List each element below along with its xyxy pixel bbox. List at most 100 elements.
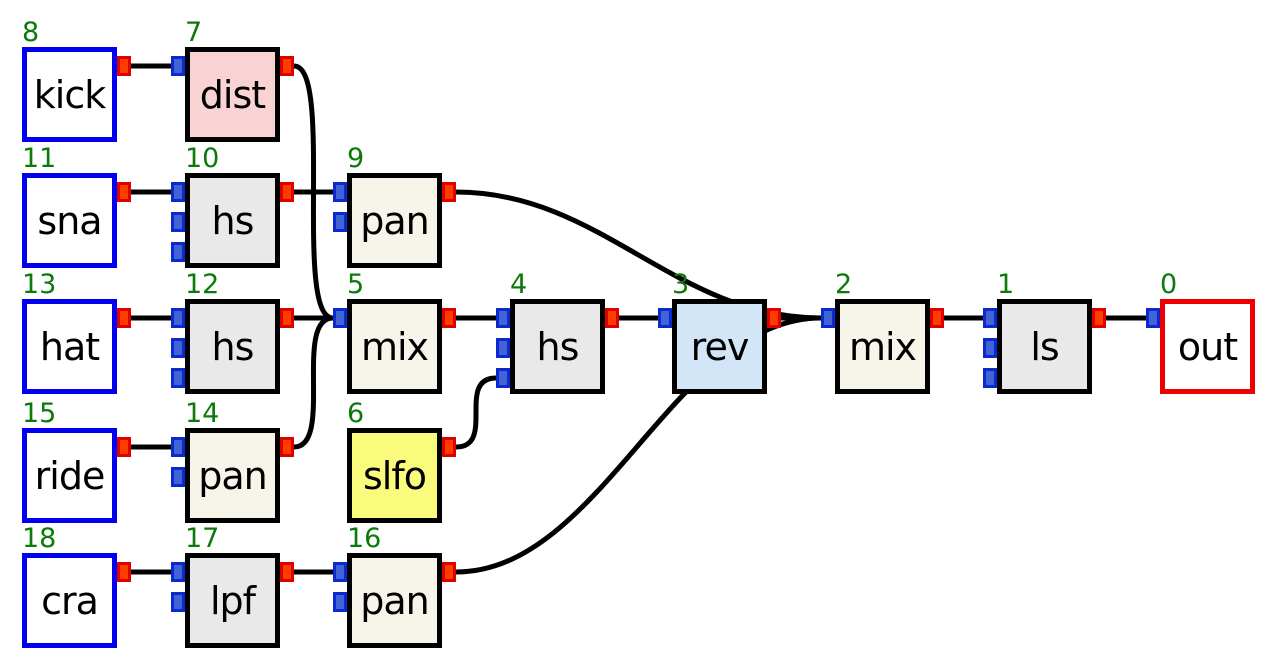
node-id-badge: 0 xyxy=(1160,269,1178,300)
node-label: pan xyxy=(198,453,267,498)
wire-14-to-5[interactable] xyxy=(291,315,336,450)
node-id-badge: 2 xyxy=(835,269,853,300)
node-label: pan xyxy=(360,198,429,243)
node-id-badge: 1 xyxy=(997,269,1015,300)
node-id-badge: 18 xyxy=(22,523,57,554)
input-port-1[interactable] xyxy=(171,562,185,582)
node-id-badge: 14 xyxy=(185,398,220,429)
output-port[interactable] xyxy=(280,437,294,457)
node-id-badge: 3 xyxy=(672,269,690,300)
node-label: cra xyxy=(41,578,99,623)
node-id-badge: 16 xyxy=(347,523,382,554)
node-label: ls xyxy=(1030,324,1059,369)
input-port-1[interactable] xyxy=(171,182,185,202)
input-port-1[interactable] xyxy=(1146,308,1160,328)
node-label: rev xyxy=(690,324,750,369)
input-port-1[interactable] xyxy=(333,182,347,202)
node-label: out xyxy=(1177,324,1238,369)
input-port-2[interactable] xyxy=(983,338,997,358)
node-label: mix xyxy=(848,324,917,369)
output-port[interactable] xyxy=(117,562,131,582)
node-pan-16[interactable]: 16 pan xyxy=(333,524,456,648)
output-port[interactable] xyxy=(442,308,456,328)
node-id-badge: 4 xyxy=(510,269,528,300)
input-port-2[interactable] xyxy=(496,338,510,358)
output-port[interactable] xyxy=(767,308,781,328)
input-port-2[interactable] xyxy=(171,212,185,232)
output-port[interactable] xyxy=(930,308,944,328)
node-id-badge: 7 xyxy=(185,17,203,48)
input-port-1[interactable] xyxy=(983,308,997,328)
node-label: sna xyxy=(37,198,102,243)
input-port-2[interactable] xyxy=(171,467,185,487)
node-out-0[interactable]: 0 out xyxy=(1146,270,1255,394)
output-port[interactable] xyxy=(280,182,294,202)
output-port[interactable] xyxy=(117,437,131,457)
node-label: ride xyxy=(34,453,106,498)
node-id-badge: 15 xyxy=(22,398,57,429)
node-label: slfo xyxy=(363,453,427,498)
node-label: hat xyxy=(39,324,100,369)
output-port[interactable] xyxy=(117,56,131,76)
input-port-3[interactable] xyxy=(171,242,185,262)
node-hs-12[interactable]: 12 hs xyxy=(171,270,294,394)
output-port[interactable] xyxy=(117,182,131,202)
node-label: dist xyxy=(199,72,266,117)
input-port-1[interactable] xyxy=(658,308,672,328)
node-id-badge: 5 xyxy=(347,269,365,300)
node-mix-2[interactable]: 2 mix xyxy=(821,270,944,394)
node-pan-9[interactable]: 9 pan xyxy=(333,144,456,268)
node-label: pan xyxy=(360,578,429,623)
input-port-1[interactable] xyxy=(333,308,347,328)
input-port-2[interactable] xyxy=(171,592,185,612)
wire-6-to-4[interactable] xyxy=(453,375,499,450)
node-mix-5[interactable]: 5 mix xyxy=(333,270,456,394)
node-label: lpf xyxy=(209,578,256,623)
node-slfo-6[interactable]: 6 slfo xyxy=(347,399,456,523)
input-port-1[interactable] xyxy=(171,308,185,328)
input-port-1[interactable] xyxy=(821,308,835,328)
input-port-3[interactable] xyxy=(171,368,185,388)
input-port-2[interactable] xyxy=(333,592,347,612)
input-port-1[interactable] xyxy=(171,56,185,76)
input-port-2[interactable] xyxy=(171,338,185,358)
node-label: hs xyxy=(536,324,580,369)
output-port[interactable] xyxy=(605,308,619,328)
output-port[interactable] xyxy=(117,308,131,328)
output-port[interactable] xyxy=(280,308,294,328)
node-ride-15[interactable]: 15 ride xyxy=(22,399,131,523)
node-id-badge: 17 xyxy=(185,523,220,554)
input-port-3[interactable] xyxy=(496,368,510,388)
output-port[interactable] xyxy=(442,437,456,457)
input-port-3[interactable] xyxy=(983,368,997,388)
output-port[interactable] xyxy=(1092,308,1106,328)
node-cra-18[interactable]: 18 cra xyxy=(22,524,131,648)
output-port[interactable] xyxy=(280,562,294,582)
node-id-badge: 9 xyxy=(347,143,365,174)
node-id-badge: 11 xyxy=(22,143,57,174)
output-port[interactable] xyxy=(442,182,456,202)
node-id-badge: 13 xyxy=(22,269,57,300)
input-port-1[interactable] xyxy=(496,308,510,328)
input-port-1[interactable] xyxy=(171,437,185,457)
node-lpf-17[interactable]: 17 lpf xyxy=(171,524,294,648)
node-pan-14[interactable]: 14 pan xyxy=(171,399,294,523)
node-label: hs xyxy=(211,324,255,369)
output-port[interactable] xyxy=(442,562,456,582)
node-hs-4[interactable]: 4 hs xyxy=(496,270,619,394)
node-sna-11[interactable]: 11 sna xyxy=(22,144,131,268)
input-port-2[interactable] xyxy=(333,212,347,232)
node-dist-7[interactable]: 7 dist xyxy=(171,18,294,142)
input-port-1[interactable] xyxy=(333,562,347,582)
node-id-badge: 12 xyxy=(185,269,220,300)
node-label: kick xyxy=(33,72,106,117)
node-ls-1[interactable]: 1 ls xyxy=(983,270,1106,394)
output-port[interactable] xyxy=(280,56,294,76)
node-id-badge: 6 xyxy=(347,398,365,429)
node-label: mix xyxy=(360,324,429,369)
node-hat-13[interactable]: 13 hat xyxy=(22,270,131,394)
